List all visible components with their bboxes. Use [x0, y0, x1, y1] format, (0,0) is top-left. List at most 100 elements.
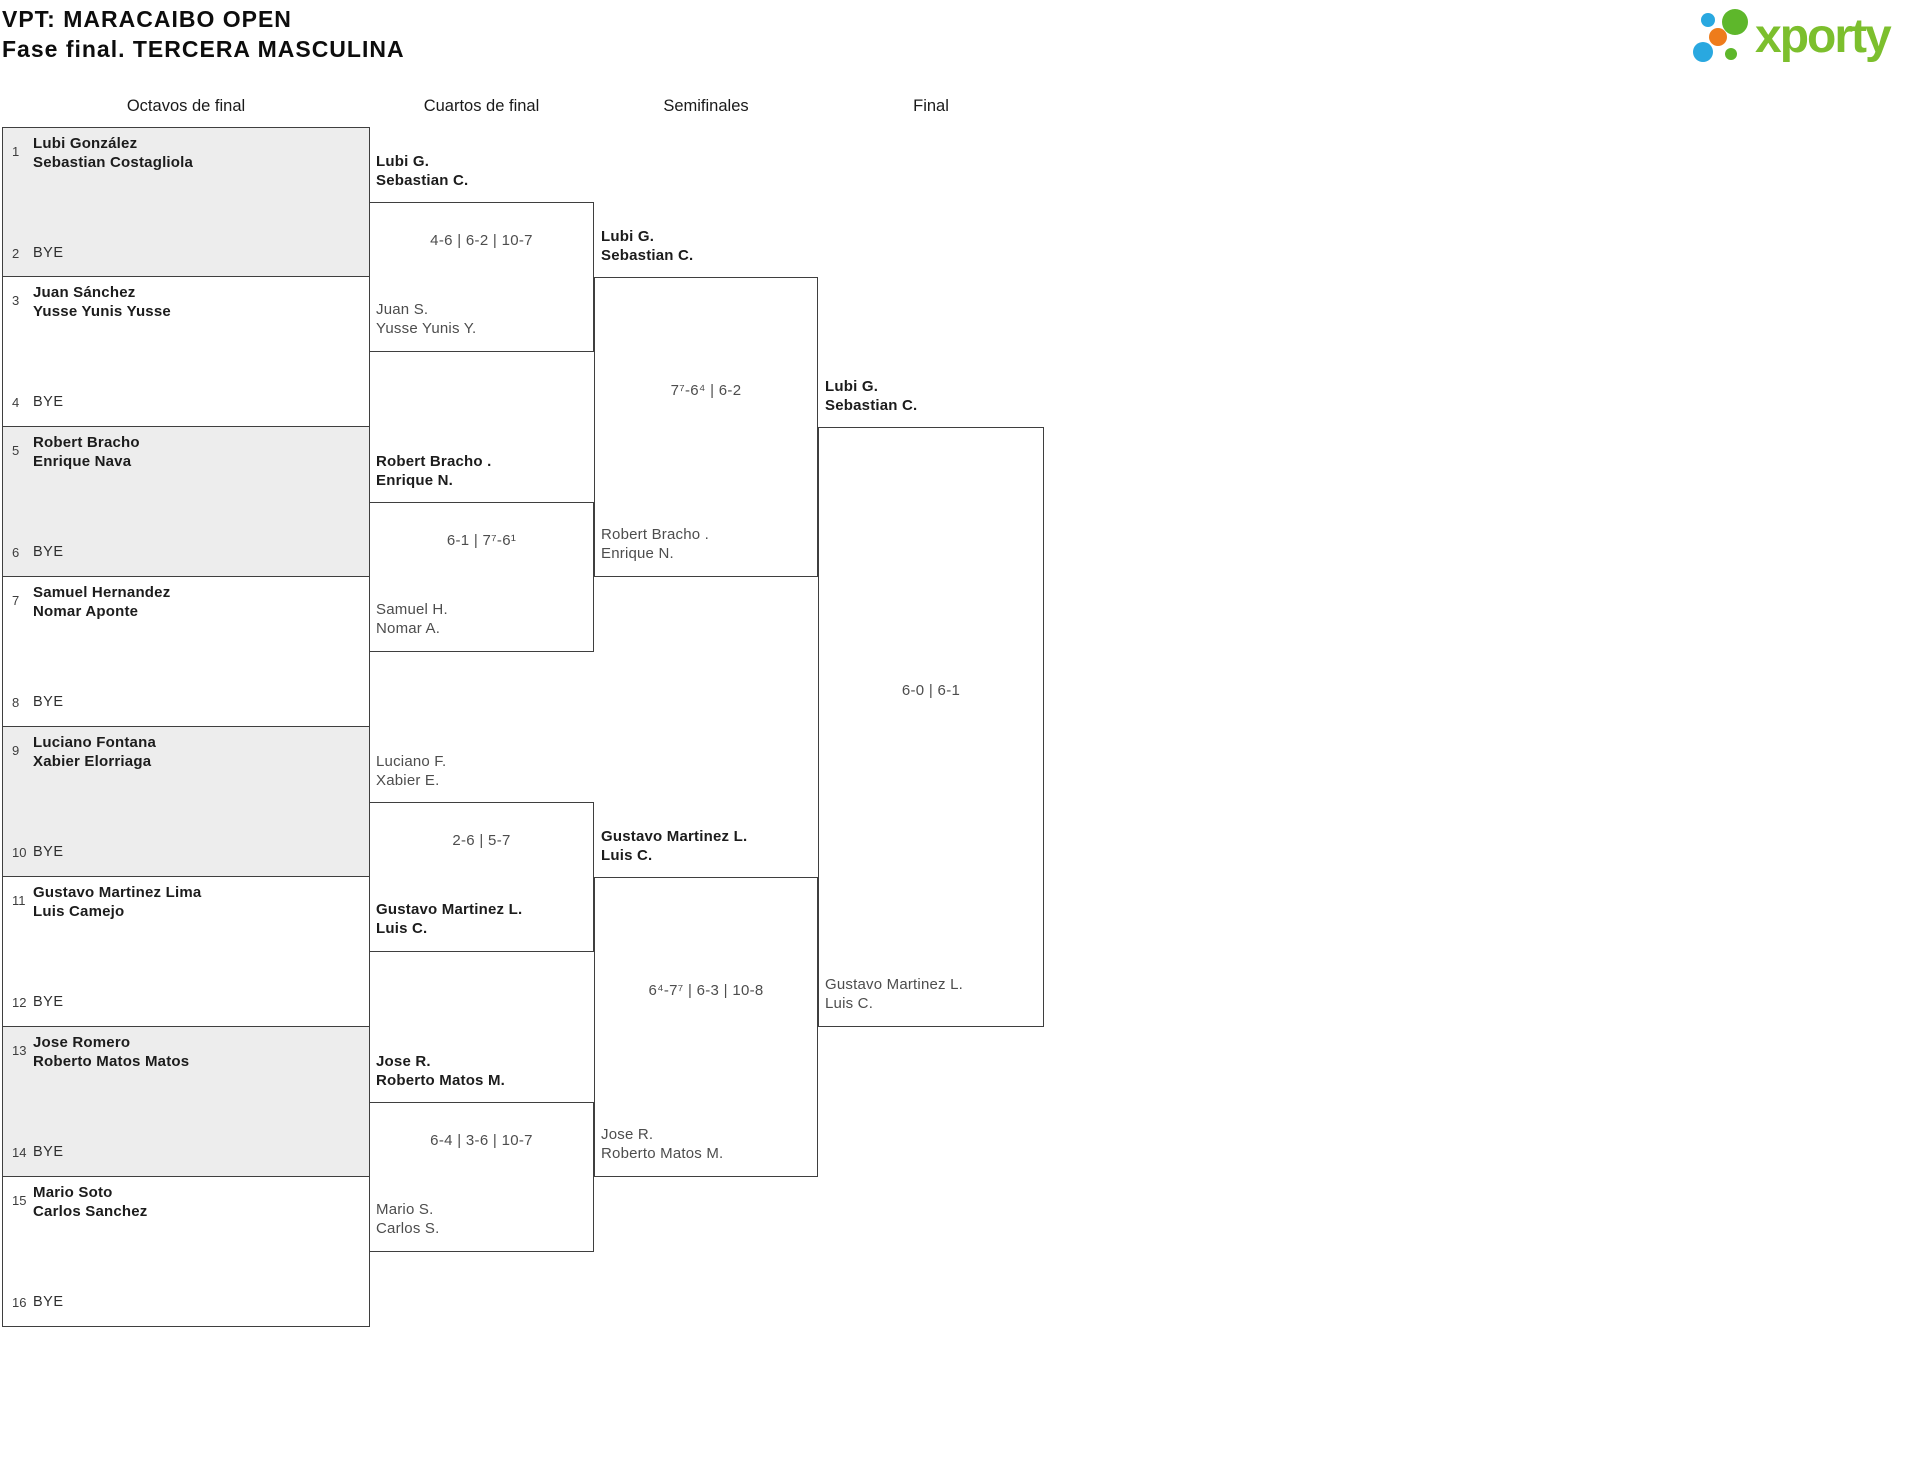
semifinal-2-score: 6⁴-7⁷ | 6-3 | 10-8: [648, 982, 764, 999]
final-top-team: Lubi G. Sebastian C.: [825, 377, 917, 415]
semifinal-1-score: 7⁷-6⁴ | 6-2: [670, 382, 742, 399]
quarterfinal-1-bottom-team: Juan S. Yusse Yunis Y.: [376, 300, 476, 338]
quarterfinal-3-score: 2-6 | 5-7: [452, 832, 511, 849]
seed-number: 2: [12, 245, 20, 261]
bye-label: BYE: [33, 1144, 64, 1160]
round-header-semifinales: Semifinales: [663, 97, 749, 115]
team-player1: Gustavo Martinez L.: [601, 828, 748, 845]
team-player1: Luciano F.: [376, 753, 447, 770]
logo-wordmark: xporty: [1755, 10, 1892, 63]
semifinal-2-top-team: Gustavo Martinez L. Luis C.: [601, 827, 747, 865]
team-player1: Juan S.: [376, 301, 429, 318]
quarterfinal-2-box[interactable]: [369, 502, 594, 652]
r16-pair-4[interactable]: 7 Samuel Hernandez Nomar Aponte 8 BYE: [2, 577, 370, 727]
team-player1: Gustavo Martinez Lima: [33, 883, 202, 901]
r16-pair-5[interactable]: 9 Luciano Fontana Xabier Elorriaga 10 BY…: [2, 727, 370, 877]
quarterfinal-2-top-team: Robert Bracho . Enrique N.: [376, 452, 492, 490]
seed-number: 15: [12, 1192, 27, 1208]
team-player2: Enrique N.: [376, 472, 454, 489]
team-player1: Lubi G.: [376, 153, 430, 170]
team-player1: Juan Sánchez: [33, 283, 136, 301]
team-player2: Yusse Yunis Yusse: [33, 302, 171, 320]
semifinal-1-box[interactable]: [594, 277, 818, 577]
round-header-octavos: Octavos de final: [126, 97, 246, 115]
seed-number: 7: [12, 592, 20, 608]
seed-number: 8: [12, 694, 20, 710]
team-player2: Xabier Elorriaga: [33, 752, 152, 770]
bye-label: BYE: [33, 844, 64, 860]
team-player1: Samuel Hernandez: [33, 583, 171, 601]
seed-number: 4: [12, 394, 20, 410]
quarterfinal-3-box[interactable]: [369, 802, 594, 952]
seed-number: 3: [12, 292, 20, 308]
team-player2: Sebastian C.: [601, 247, 694, 264]
team-player1: Robert Bracho .: [601, 526, 710, 543]
team-player2: Sebastian C.: [376, 172, 469, 189]
team-player1: Mario Soto: [33, 1183, 113, 1201]
seed-number: 6: [12, 544, 20, 560]
quarterfinal-1-box[interactable]: [369, 202, 594, 352]
quarterfinal-3-bottom-team: Gustavo Martinez L. Luis C.: [376, 900, 522, 938]
quarterfinal-2-bottom-team: Samuel H. Nomar A.: [376, 600, 448, 638]
team-player2: Nomar A.: [376, 620, 441, 637]
tournament-title: VPT: MARACAIBO OPEN: [2, 6, 292, 32]
team-player1: Robert Bracho .: [376, 453, 492, 470]
team-player2: Sebastian Costagliola: [33, 153, 194, 171]
team-player2: Luis Camejo: [33, 902, 125, 920]
team-player1: Luciano Fontana: [33, 733, 156, 751]
seed-number: 16: [12, 1294, 27, 1310]
team-player2: Roberto Matos M.: [376, 1072, 506, 1089]
team-player2: Yusse Yunis Y.: [376, 320, 477, 337]
seed-number: 13: [12, 1042, 27, 1058]
logo-dot-green-large: [1722, 9, 1748, 35]
team-player1: Gustavo Martinez L.: [376, 901, 523, 918]
final-score: 6-0 | 6-1: [901, 682, 961, 699]
r16-pair-6[interactable]: 11 Gustavo Martinez Lima Luis Camejo 12 …: [2, 877, 370, 1027]
category-subtitle: Fase final. TERCERA MASCULINA: [2, 36, 405, 62]
logo-dot-blue-large: [1693, 42, 1713, 62]
r16-pair-3[interactable]: 5 Robert Bracho Enrique Nava 6 BYE: [2, 427, 370, 577]
logo-dot-blue-small: [1701, 13, 1715, 27]
bye-label: BYE: [33, 394, 64, 410]
team-player1: Jose R.: [376, 1053, 431, 1070]
team-player2: Luis C.: [376, 920, 428, 937]
team-player2: Enrique N.: [601, 545, 674, 562]
r16-pair-1[interactable]: 1 Lubi González Sebastian Costagliola 2 …: [2, 127, 370, 277]
team-names: Gustavo Martinez Lima Luis Camejo: [33, 883, 201, 921]
team-player1: Lubi G.: [825, 378, 879, 395]
semifinal-1-top-team: Lubi G. Sebastian C.: [601, 227, 693, 265]
team-player1: Lubi G.: [601, 228, 655, 245]
team-player1: Lubi González: [33, 134, 138, 152]
seed-number: 1: [12, 143, 20, 159]
semifinal-2-bottom-team: Jose R. Roberto Matos M.: [601, 1125, 723, 1163]
team-player1: Gustavo Martinez L.: [825, 976, 964, 993]
xporty-logo[interactable]: xporty: [1690, 4, 1918, 70]
team-names: Robert Bracho Enrique Nava: [33, 433, 140, 471]
team-names: Mario Soto Carlos Sanchez: [33, 1183, 148, 1221]
seed-number: 9: [12, 742, 20, 758]
bye-label: BYE: [33, 1294, 64, 1310]
team-player1: Robert Bracho: [33, 433, 140, 451]
team-player2: Roberto Matos M.: [601, 1145, 724, 1162]
seed-number: 12: [12, 994, 27, 1010]
r16-pair-7[interactable]: 13 Jose Romero Roberto Matos Matos 14 BY…: [2, 1027, 370, 1177]
bye-label: BYE: [33, 245, 64, 261]
bye-label: BYE: [33, 694, 64, 710]
quarterfinal-1-top-team: Lubi G. Sebastian C.: [376, 152, 468, 190]
quarterfinal-2-score: 6-1 | 7⁷-6¹: [446, 532, 517, 549]
bye-label: BYE: [33, 994, 64, 1010]
quarterfinal-4-score: 6-4 | 3-6 | 10-7: [430, 1132, 533, 1149]
r16-pair-8[interactable]: 15 Mario Soto Carlos Sanchez 16 BYE: [2, 1177, 370, 1327]
team-names: Samuel Hernandez Nomar Aponte: [33, 583, 170, 621]
team-player2: Carlos S.: [376, 1220, 440, 1237]
team-player1: Jose Romero: [33, 1033, 131, 1051]
logo-dot-orange: [1709, 28, 1727, 46]
r16-pair-2[interactable]: 3 Juan Sánchez Yusse Yunis Yusse 4 BYE: [2, 277, 370, 427]
semifinal-2-box[interactable]: [594, 877, 818, 1177]
final-box[interactable]: [818, 427, 1044, 1027]
team-names: Jose Romero Roberto Matos Matos: [33, 1033, 189, 1071]
quarterfinal-4-box[interactable]: [369, 1102, 594, 1252]
round-header-final: Final: [913, 97, 949, 115]
team-names: Lubi González Sebastian Costagliola: [33, 134, 193, 172]
